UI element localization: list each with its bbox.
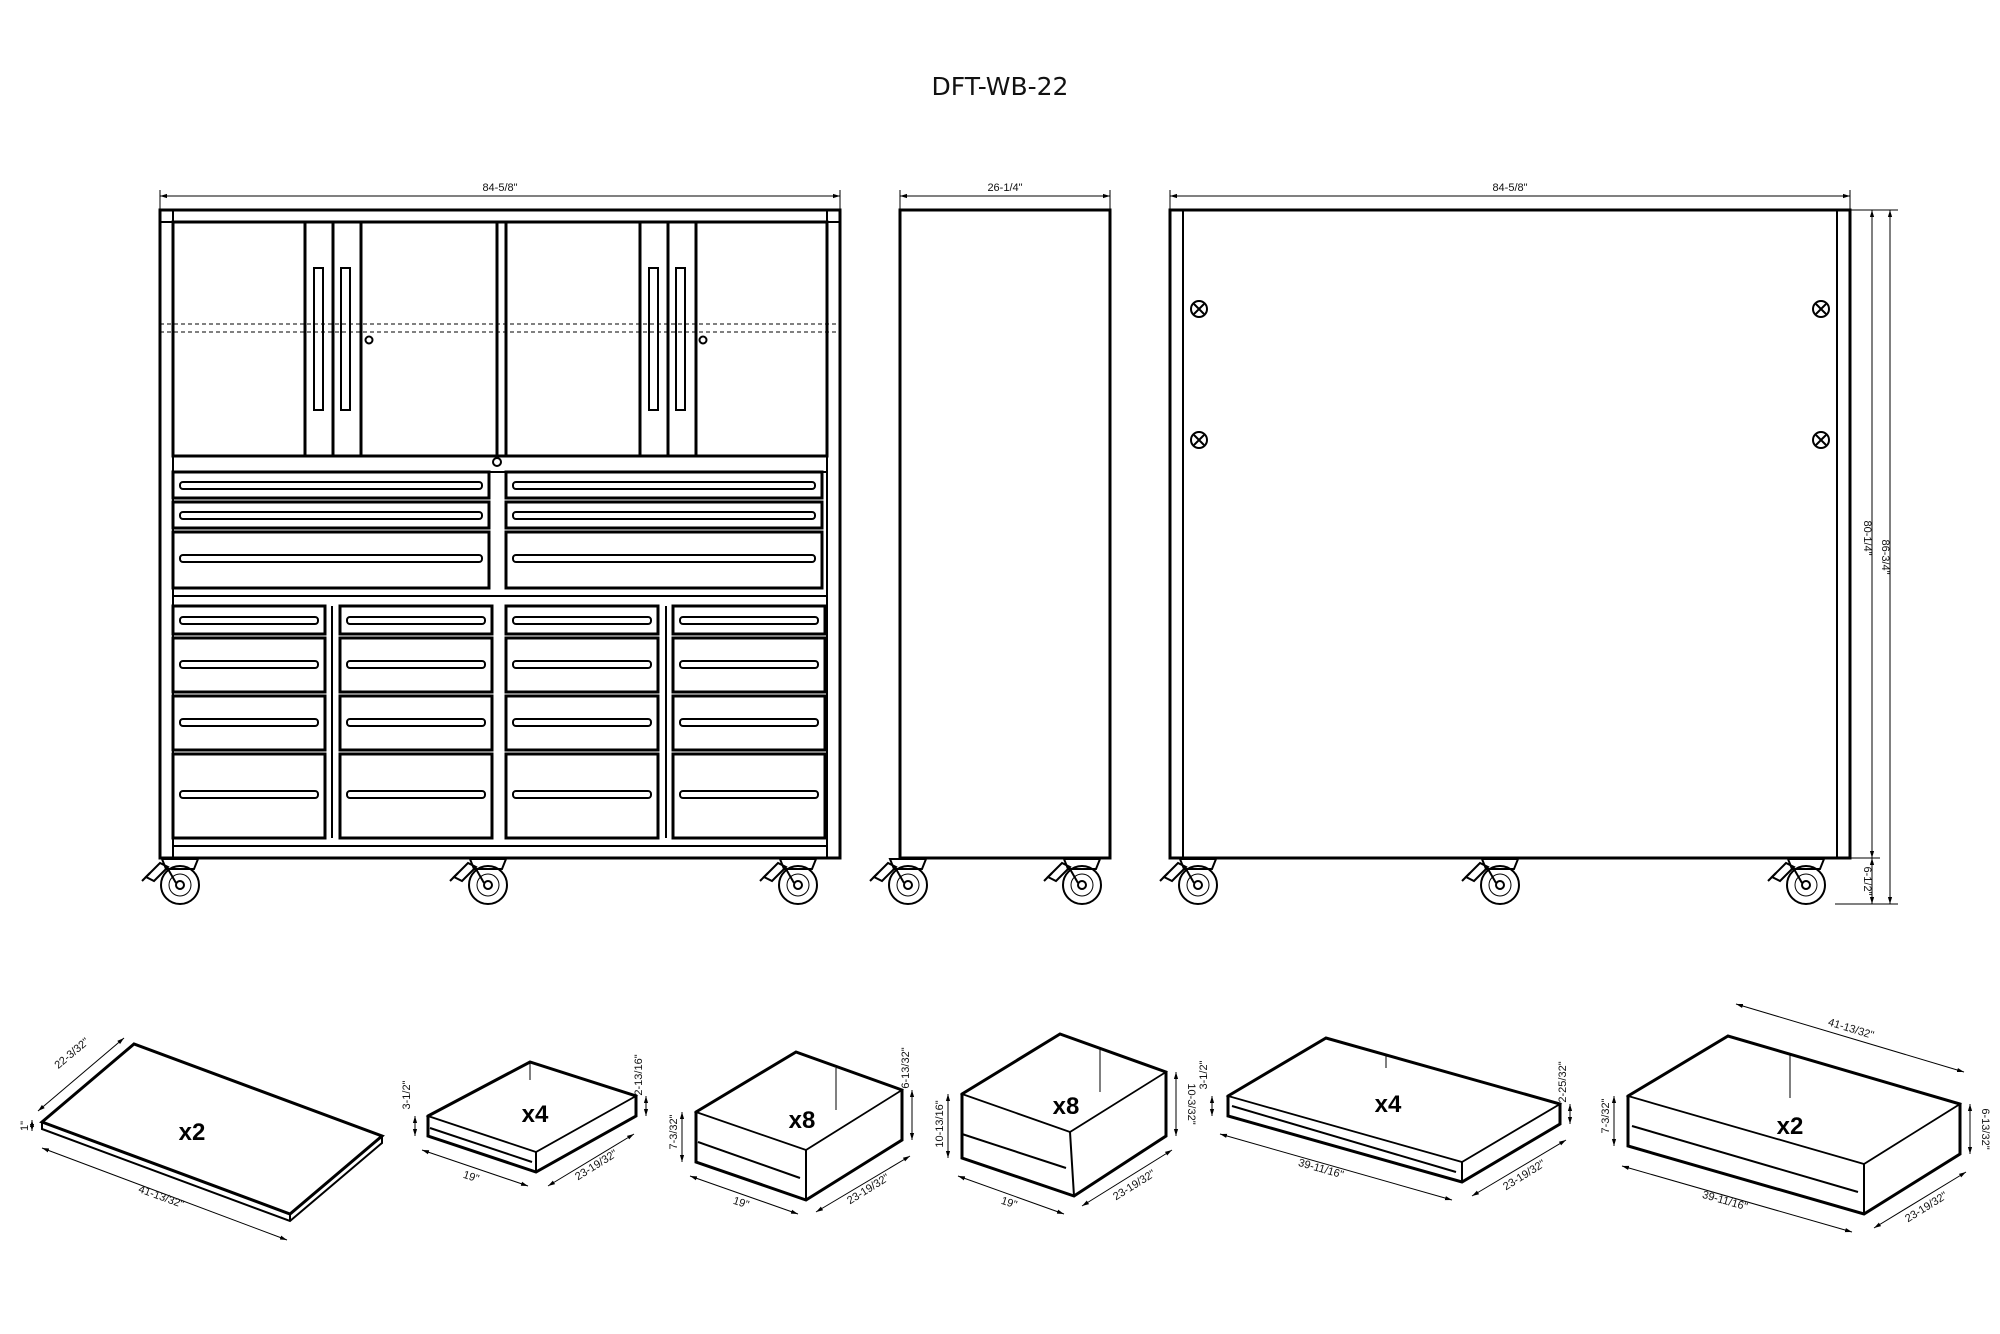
cabinet-outline xyxy=(158,208,842,860)
back-panel xyxy=(1168,208,1852,860)
door-lock-icon xyxy=(364,335,374,345)
drawer-e-width: 39-11/16" xyxy=(1701,1189,1749,1213)
drawer-b-height: 7-3/32" xyxy=(668,1114,680,1149)
worktop-thickness: 1" xyxy=(19,1121,31,1131)
drawer-b-inner-height: 6-13/32" xyxy=(900,1047,912,1088)
door-lock-icon xyxy=(698,335,708,345)
part-drawer-b: x8 7-3/32" 6-13/32" 19" 23-19/32" xyxy=(668,1047,915,1215)
caster-icon xyxy=(1159,858,1218,905)
drawer-a-qty: x4 xyxy=(522,1101,549,1128)
door-handle xyxy=(675,267,686,411)
total-height-label: 86-3/4" xyxy=(1879,539,1891,574)
side-view: 26-1/4" xyxy=(869,182,1112,905)
part-drawer-e: x2 7-3/32" 6-13/32" 41-13/32" 39-11/16" … xyxy=(1600,1003,1991,1233)
upper-cabinet xyxy=(171,220,829,458)
drawing-title: DFT-WB-22 xyxy=(931,72,1069,101)
drawer-e-height: 7-3/32" xyxy=(1600,1098,1612,1133)
back-view: 84-5/8" 80-1/4" 86-3/4" 6-1/2" xyxy=(1159,182,1898,905)
bolt-icon xyxy=(1812,431,1830,449)
drawer-c-width: 19" xyxy=(999,1195,1018,1211)
drawer-e-qty: x2 xyxy=(1777,1113,1804,1140)
drawer-d-inner-height: 2-25/32" xyxy=(1557,1061,1569,1102)
lower-drawer-bank xyxy=(171,604,827,840)
back-width-label: 84-5/8" xyxy=(1492,182,1527,194)
part-worktop: x2 22-3/32" 1" 41-13/32" xyxy=(19,1036,385,1241)
caster-icon xyxy=(449,858,508,905)
door-handle xyxy=(313,267,324,411)
drawer-c-height: 10-13/16" xyxy=(934,1100,946,1147)
part-drawer-d: x4 3-1/2" 2-25/32" 39-11/16" 23-19/32" xyxy=(1198,1036,1573,1201)
drawer-c-inner-height: 10-3/32" xyxy=(1185,1083,1197,1124)
drawer-a-width: 19" xyxy=(461,1169,480,1185)
caster-icon xyxy=(1767,858,1826,905)
caster-icon xyxy=(759,858,818,905)
part-drawer-a: x4 3-1/2" 2-13/16" 19" 23-19/32" xyxy=(401,1054,649,1187)
drawer-a-inner-height: 2-13/16" xyxy=(633,1054,645,1095)
drawer-d-height: 3-1/2" xyxy=(1198,1060,1210,1089)
drawer-e-depth: 23-19/32" xyxy=(1903,1190,1950,1225)
drawer-b-width: 19" xyxy=(731,1195,750,1211)
drawer-a-depth: 23-19/32" xyxy=(573,1148,620,1183)
caster-icon xyxy=(141,858,200,905)
upper-drawer-bank xyxy=(171,470,824,590)
drawer-c-qty: x8 xyxy=(1053,1093,1080,1120)
caster-icon xyxy=(1043,858,1102,905)
drawer-d-depth: 23-19/32" xyxy=(1501,1158,1548,1193)
worktop-depth: 22-3/32" xyxy=(52,1036,91,1072)
bolt-icon xyxy=(1190,300,1208,318)
caster-height-label: 6-1/2" xyxy=(1861,867,1873,896)
door-handle xyxy=(340,267,351,411)
body-height-label: 80-1/4" xyxy=(1861,520,1873,555)
center-lock-icon xyxy=(492,457,502,467)
caster-icon xyxy=(1461,858,1520,905)
front-view: 84-5/8" xyxy=(141,182,842,905)
drawer-d-qty: x4 xyxy=(1375,1091,1402,1118)
drawer-d-width: 39-11/16" xyxy=(1297,1157,1345,1181)
side-panel xyxy=(898,208,1112,860)
side-depth-label: 26-1/4" xyxy=(987,182,1022,194)
drawer-b-qty: x8 xyxy=(789,1107,816,1134)
door-handle xyxy=(648,267,659,411)
bolt-icon xyxy=(1190,431,1208,449)
bolt-icon xyxy=(1812,300,1830,318)
front-width-label: 84-5/8" xyxy=(482,182,517,194)
drawer-e-inner-height: 6-13/32" xyxy=(1979,1108,1991,1149)
part-drawer-c: x8 10-13/16" 10-3/32" 19" 23-19/32" xyxy=(934,1032,1197,1215)
drawer-b-depth: 23-19/32" xyxy=(845,1172,892,1207)
worktop-length: 41-13/32" xyxy=(137,1183,186,1210)
caster-icon xyxy=(869,858,928,905)
worktop-qty: x2 xyxy=(179,1119,206,1146)
drawer-a-height: 3-1/2" xyxy=(401,1080,413,1109)
